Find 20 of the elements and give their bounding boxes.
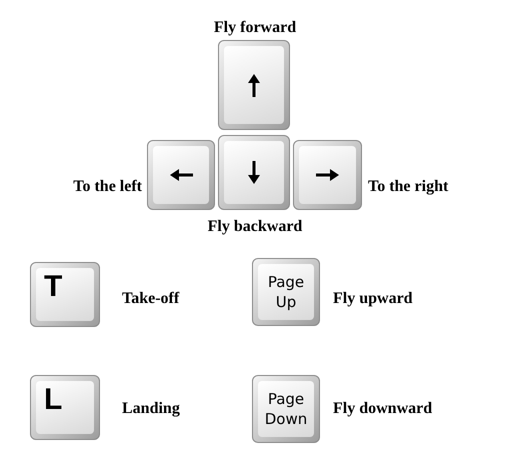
keyboard-key xyxy=(30,375,100,440)
key-caption: To the right xyxy=(368,177,450,197)
key-caption: Take-off xyxy=(122,289,180,309)
key-caption: Fly forward xyxy=(212,18,298,38)
keyboard-key xyxy=(293,140,362,210)
keyboard-key xyxy=(147,140,215,210)
key-label: Page Down xyxy=(264,388,308,430)
key-label: T xyxy=(44,272,62,302)
key-caption: Landing xyxy=(122,399,181,419)
key-label: Page Up xyxy=(266,272,306,312)
keyboard-key xyxy=(30,262,100,327)
keyboard-key xyxy=(218,40,290,130)
keyboard-key xyxy=(252,258,320,326)
key-label: L xyxy=(44,385,62,415)
key-caption: Fly backward xyxy=(206,217,304,237)
keyboard-key xyxy=(218,135,290,210)
key-caption: Fly upward xyxy=(333,289,414,309)
keyboard-key xyxy=(252,375,320,443)
key-caption: To the left xyxy=(72,177,142,197)
key-caption: Fly downward xyxy=(333,399,434,419)
